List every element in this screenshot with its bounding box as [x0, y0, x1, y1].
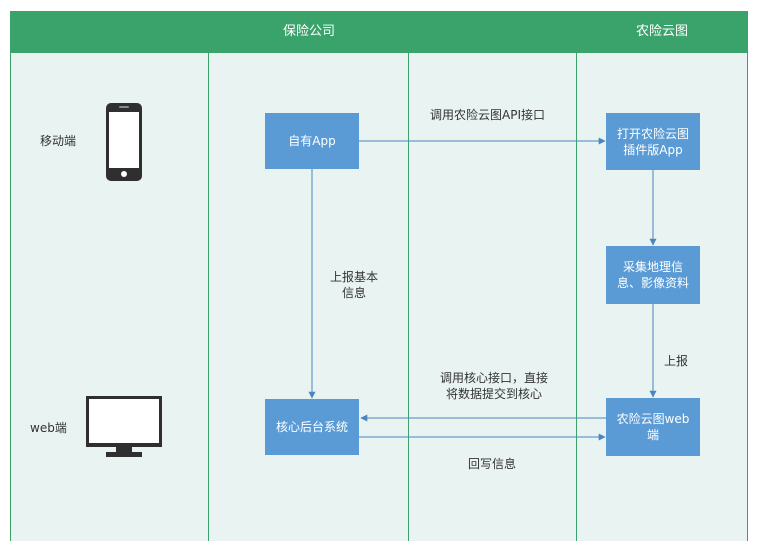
lane-border-right — [747, 11, 748, 541]
edge-label-write-back: 回写信息 — [468, 457, 517, 471]
lane-divider-2 — [408, 53, 409, 541]
core-backend-box: 核心后台系统 — [265, 399, 359, 455]
lane-divider-3 — [576, 53, 577, 541]
edge-label-report-basic: 上报基本 信息 — [330, 270, 379, 300]
lane-border-left — [10, 11, 11, 541]
header-insurance-company: 保险公司 — [283, 24, 336, 39]
row-label-web: web端 — [30, 421, 67, 435]
edge-label-call-core: 调用核心接口，直接 将数据提交到核心 — [440, 371, 549, 401]
nongxian-web-box: 农险云图web 端 — [606, 398, 700, 456]
own-app-box: 自有App — [265, 113, 359, 169]
collect-data-box: 采集地理信 息、影像资料 — [606, 246, 700, 304]
edge-label-report: 上报 — [664, 354, 689, 368]
monitor-icon — [86, 396, 162, 457]
nongxian-web-label: 农险云图web 端 — [616, 412, 690, 442]
open-plugin-app-box: 打开农险云图 插件版App — [606, 113, 700, 170]
header-bar — [10, 11, 748, 53]
own-app-label: 自有App — [288, 134, 336, 148]
mobile-phone-icon — [106, 103, 142, 181]
row-label-mobile: 移动端 — [40, 134, 77, 148]
open-plugin-app-label: 打开农险云图 插件版App — [616, 126, 689, 157]
edge-label-call-api: 调用农险云图API接口 — [430, 108, 545, 122]
lane-divider-1 — [208, 53, 209, 541]
collect-data-label: 采集地理信 息、影像资料 — [616, 260, 689, 290]
core-backend-label: 核心后台系统 — [275, 420, 348, 434]
header-nongxian-cloud: 农险云图 — [636, 24, 689, 39]
